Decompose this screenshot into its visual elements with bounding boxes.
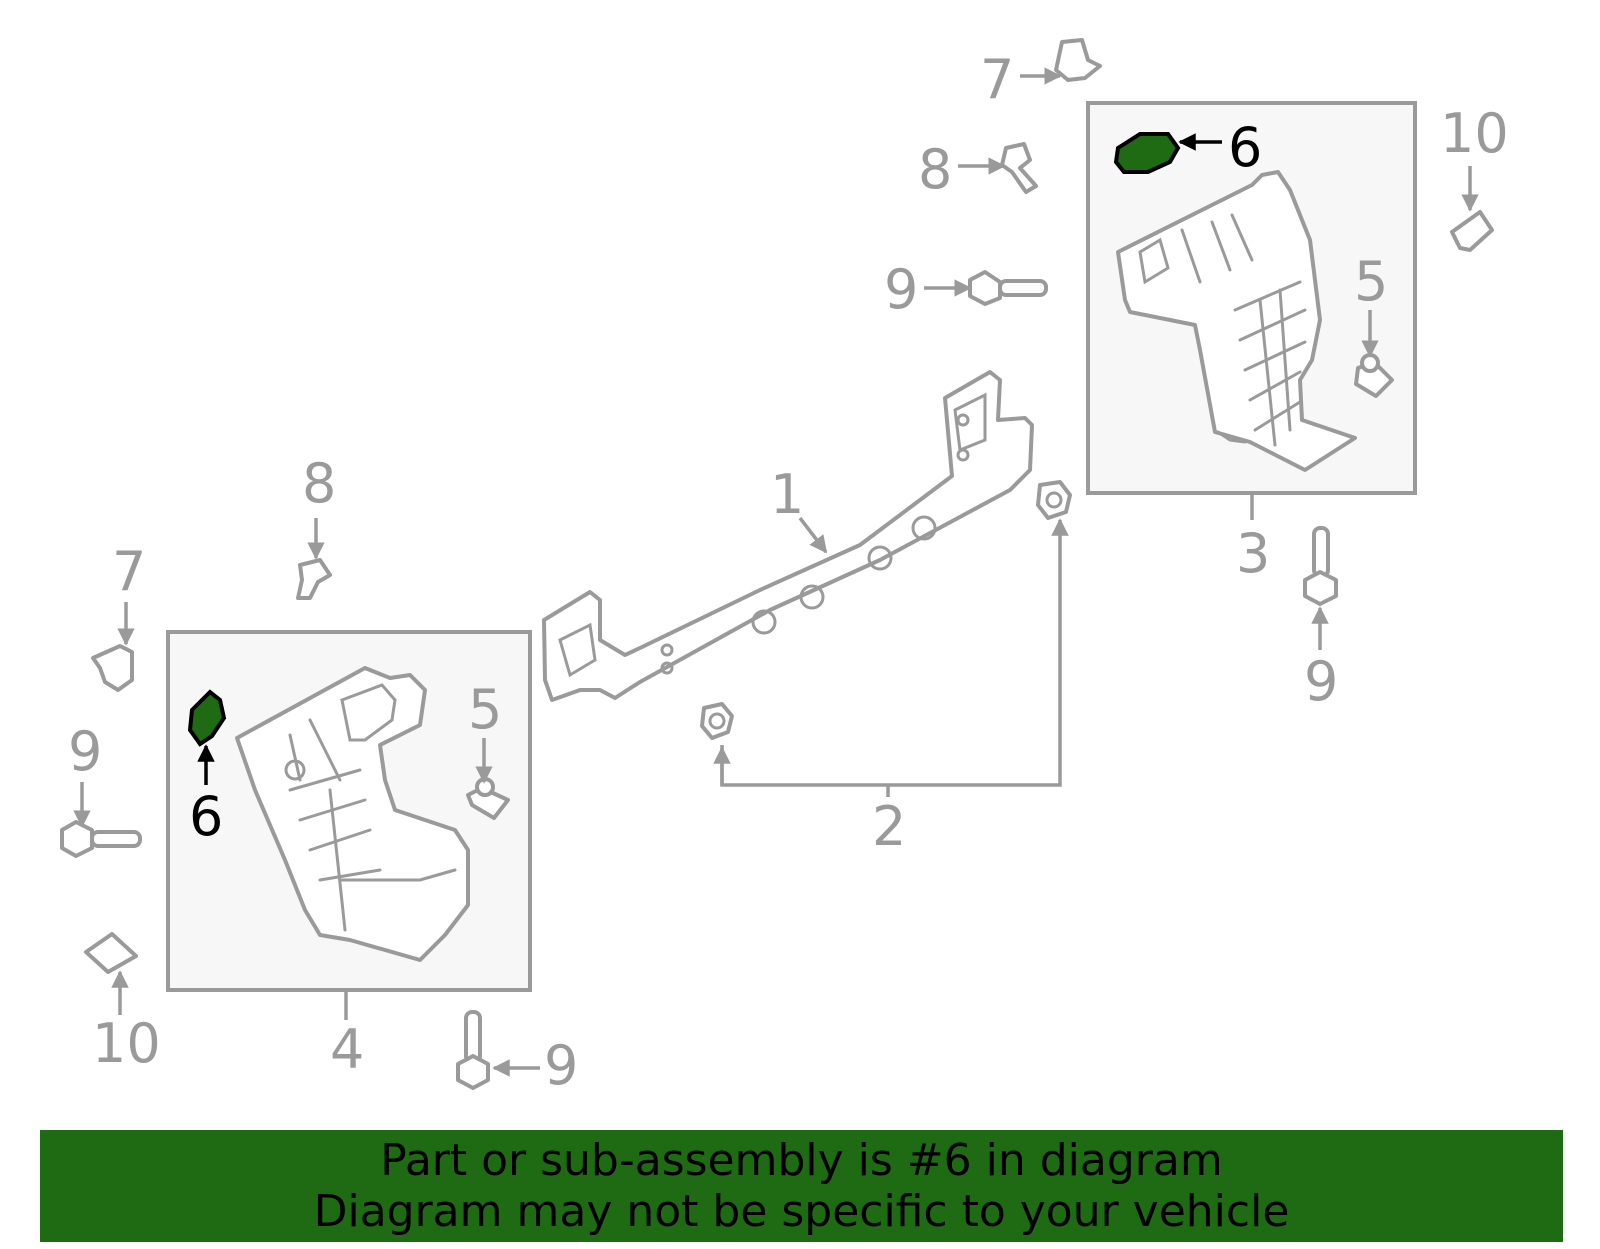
bolt-9-left-bottom (456, 1010, 490, 1090)
callout-8-left: 8 (302, 452, 336, 515)
callout-7-left: 7 (112, 540, 146, 603)
callout-6-right: 6 (1228, 116, 1262, 179)
callout-2: 2 (872, 795, 906, 858)
callout-9-left: 9 (68, 720, 102, 783)
left-bracket-box (166, 630, 532, 1020)
info-banner: Part or sub-assembly is #6 in diagram Di… (40, 1130, 1563, 1242)
callout-8-top: 8 (918, 138, 952, 201)
callout-5-right: 5 (1354, 250, 1388, 313)
bumper-reinforcement (542, 370, 1034, 702)
callout-10-right: 10 (1440, 102, 1509, 165)
part-6-left-highlight[interactable] (187, 689, 227, 747)
clip-10-right (1450, 210, 1494, 252)
callout-9-left-bottom: 9 (544, 1034, 578, 1097)
clip-7-top (1054, 38, 1102, 82)
callout-5-left: 5 (468, 678, 502, 741)
callout-10-left: 10 (92, 1012, 161, 1075)
nut-part-2 (700, 480, 1072, 797)
callout-9-top: 9 (884, 258, 918, 321)
callout-7-top: 7 (980, 48, 1014, 111)
callout-9-right-bottom: 9 (1304, 650, 1338, 713)
bolt-8-top (1000, 142, 1038, 194)
bolt-9-right-bottom (1303, 526, 1338, 606)
clip-7-left (91, 644, 134, 692)
callout-1: 1 (770, 463, 804, 526)
clip-10-left (84, 932, 138, 974)
right-bracket-box (1086, 101, 1417, 520)
callout-6-left: 6 (189, 785, 223, 848)
bolt-8-left (296, 558, 332, 600)
bolt-9-top (968, 270, 1048, 306)
bolt-9-left (60, 820, 142, 858)
nut-5-right (1354, 353, 1394, 398)
callout-4: 4 (330, 1018, 364, 1081)
callout-3: 3 (1236, 522, 1270, 585)
banner-line-2: Diagram may not be specific to your vehi… (313, 1186, 1290, 1237)
part-6-right-highlight[interactable] (1113, 132, 1181, 174)
banner-line-1: Part or sub-assembly is #6 in diagram (380, 1135, 1223, 1186)
